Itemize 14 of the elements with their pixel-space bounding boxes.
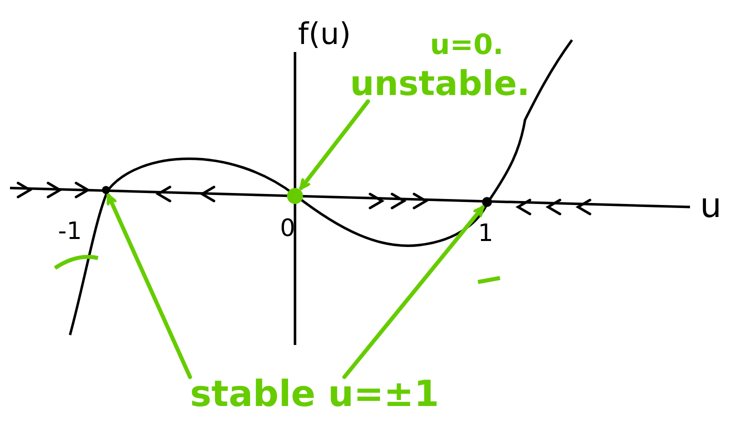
annotation-text: unstable.: [350, 66, 530, 104]
axis-label: f(u): [298, 18, 351, 51]
arrow: [342, 205, 485, 379]
tick-label: 1: [478, 220, 494, 246]
tick-label: -1: [58, 218, 82, 244]
point-marker: [287, 188, 303, 204]
arrow: [299, 99, 370, 190]
annotation-text: stable u=±1: [190, 375, 439, 415]
annotation-text: u=0.: [430, 30, 504, 61]
arrow: [106, 193, 192, 379]
point-marker: [102, 186, 110, 194]
axis-label: u: [700, 188, 722, 226]
tick-label: 0: [280, 215, 296, 242]
point-marker: [482, 197, 492, 207]
